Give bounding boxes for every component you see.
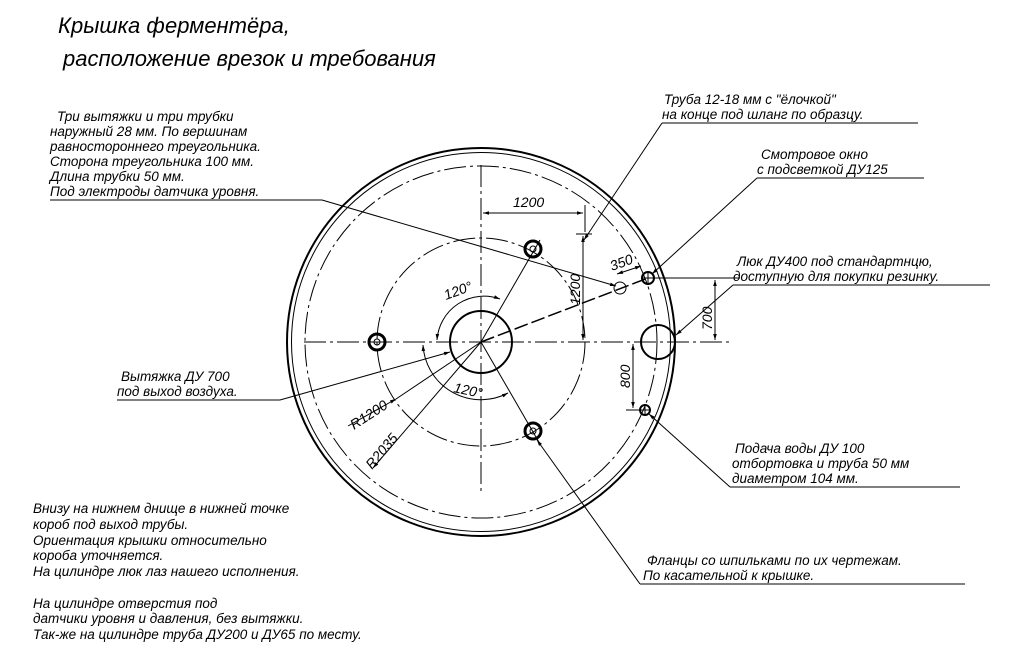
title-line-1: Крышка ферментёра, bbox=[58, 13, 290, 38]
note-exhaust: Вытяжка ДУ 700 под выход воздуха. bbox=[117, 351, 451, 401]
svg-text:Вытяжка ДУ 700: Вытяжка ДУ 700 bbox=[121, 369, 230, 384]
dim-350: 350 bbox=[608, 251, 636, 274]
svg-text:На цилиндре люк лаз нашего исп: На цилиндре люк лаз нашего исполнения. bbox=[33, 564, 300, 579]
radius-r2035: R2035 bbox=[362, 430, 401, 472]
note-water-inlet: Подача воды ДУ 100 отбортовка и труба 50… bbox=[648, 413, 960, 488]
note-flanges: Фланцы со шпильками по их чертежам. По к… bbox=[536, 439, 965, 585]
note-cylinder: На цилиндре отверстия под датчики уровня… bbox=[33, 596, 362, 642]
svg-text:Внизу на нижнем днище в нижней: Внизу на нижнем днище в нижней точке bbox=[33, 501, 289, 516]
note-hatch: Люк ДУ400 под стандартнцю, доступную для… bbox=[675, 254, 990, 336]
svg-text:Подача воды ДУ 100: Подача воды ДУ 100 bbox=[735, 441, 865, 456]
dim-800: 800 bbox=[617, 364, 633, 388]
svg-text:Ориентация крышки относительн: Ориентация крышки относительно bbox=[33, 533, 267, 548]
svg-text:доступную для покупки резинку.: доступную для покупки резинку. bbox=[733, 269, 939, 284]
hatch-du400 bbox=[640, 324, 676, 360]
electrode-port-left bbox=[367, 332, 387, 352]
angle-arc-bottom bbox=[421, 344, 509, 401]
svg-text:равностороннего треугольника.: равностороннего треугольника. bbox=[49, 139, 261, 154]
svg-text:По касательной к крышке.: По касательной к крышке. bbox=[643, 568, 814, 583]
svg-text:под выход воздуха.: под выход воздуха. bbox=[117, 384, 238, 399]
svg-text:с подсветкой ДУ125: с подсветкой ДУ125 bbox=[757, 162, 888, 177]
svg-text:Так-же на цилиндре труба ДУ200: Так-же на цилиндре труба ДУ200 и ДУ65 по… bbox=[33, 627, 362, 642]
note-tube: Труба 12-18 мм с "ёлочкой" на конце под … bbox=[583, 92, 918, 241]
svg-text:диаметром 104 мм.: диаметром 104 мм. bbox=[732, 471, 859, 486]
svg-text:короб под выход трубы.: короб под выход трубы. bbox=[33, 517, 188, 532]
svg-text:Три вытяжки и три трубки: Три вытяжки и три трубки bbox=[57, 109, 234, 124]
note-bottom: Внизу на нижнем днище в нижней точке кор… bbox=[33, 501, 300, 579]
dim-1200-vertical: 1200 bbox=[567, 274, 583, 305]
dimension-line-350 bbox=[616, 265, 642, 275]
electrode-port-bottom bbox=[523, 421, 543, 441]
svg-text:короба уточняется.: короба уточняется. bbox=[33, 548, 163, 563]
svg-text:Фланцы со шпильками по их черт: Фланцы со шпильками по их чертежам. bbox=[647, 553, 902, 568]
svg-text:датчики уровня и давления, без: датчики уровня и давления, без вытяжки. bbox=[33, 611, 303, 626]
note-sight-glass: Смотровое окно с подсветкой ДУ125 bbox=[651, 147, 924, 275]
svg-text:Труба 12-18 мм с "ёлочкой": Труба 12-18 мм с "ёлочкой" bbox=[664, 92, 837, 107]
water-inlet-du100 bbox=[639, 404, 651, 416]
angle-arc-top bbox=[435, 295, 501, 341]
note-electrodes: Три вытяжки и три трубки наружный 28 мм.… bbox=[48, 109, 617, 287]
svg-text:Сторона треугольника 100 мм.: Сторона треугольника 100 мм. bbox=[50, 154, 254, 169]
svg-text:Длина трубки 50 мм.: Длина трубки 50 мм. bbox=[48, 169, 185, 184]
electrode-port-top bbox=[523, 239, 543, 259]
svg-text:на конце под шланг по образцу.: на конце под шланг по образцу. bbox=[662, 107, 864, 122]
angle-120-bottom: 120° bbox=[452, 379, 484, 401]
title-line-2: расположение врезок и требования bbox=[62, 46, 436, 71]
angle-120-top: 120° bbox=[442, 278, 475, 303]
radius-r1200: R1200 bbox=[347, 397, 390, 433]
radial-line-ports bbox=[480, 277, 649, 343]
dim-700: 700 bbox=[699, 306, 715, 330]
svg-text:отбортовка и труба 50 мм: отбортовка и труба 50 мм bbox=[732, 456, 909, 471]
dim-1200-horizontal: 1200 bbox=[513, 194, 544, 210]
svg-text:Люк ДУ400 под стандартнцю,: Люк ДУ400 под стандартнцю, bbox=[736, 254, 933, 269]
svg-text:Под электроды датчика уровня.: Под электроды датчика уровня. bbox=[50, 184, 259, 199]
svg-text:Смотровое окно: Смотровое окно bbox=[761, 147, 868, 162]
tube-12-18-port bbox=[613, 281, 627, 295]
svg-text:На цилиндре отверстия под: На цилиндре отверстия под bbox=[33, 596, 218, 611]
svg-text:наружный 28 мм. По вершинам: наружный 28 мм. По вершинам bbox=[50, 124, 247, 139]
